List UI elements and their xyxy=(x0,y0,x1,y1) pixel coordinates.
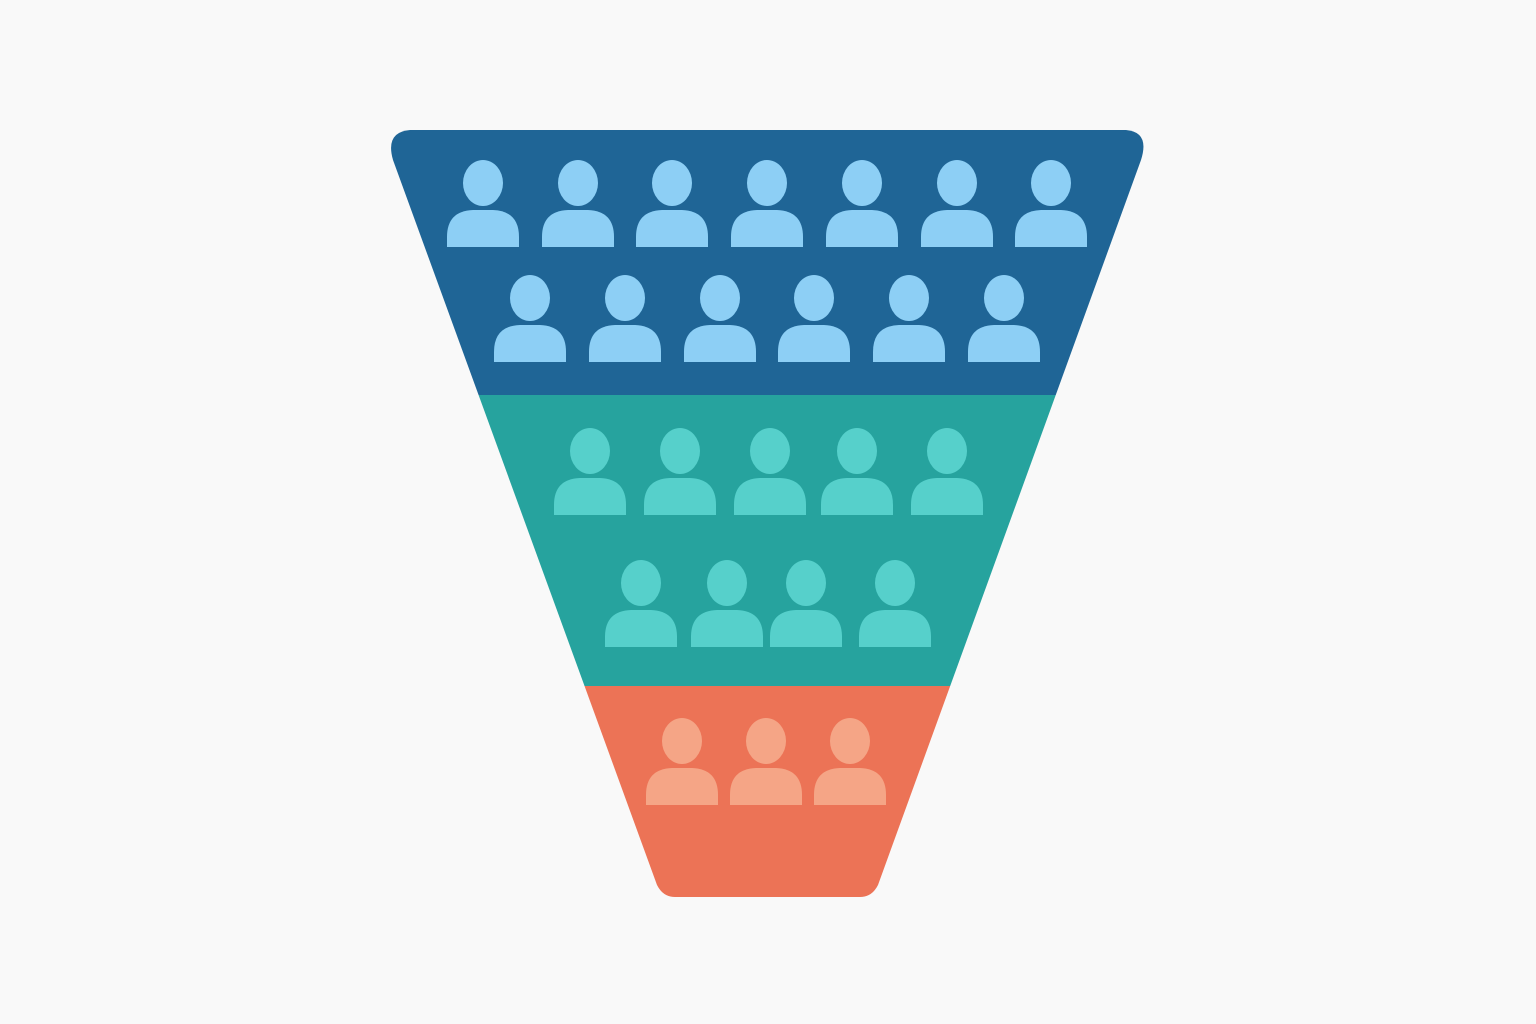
person-icon xyxy=(778,275,850,362)
person-icon xyxy=(447,160,519,247)
person-icon xyxy=(734,428,806,515)
person-icon xyxy=(1015,160,1087,247)
person-icon xyxy=(554,428,626,515)
person-icon xyxy=(821,428,893,515)
person-icon xyxy=(859,560,931,647)
person-icon xyxy=(826,160,898,247)
person-icon xyxy=(911,428,983,515)
person-icon xyxy=(770,560,842,647)
person-icon xyxy=(605,560,677,647)
person-icon xyxy=(646,718,718,805)
person-icon xyxy=(644,428,716,515)
person-icon xyxy=(814,718,886,805)
person-icon xyxy=(494,275,566,362)
person-icon xyxy=(684,275,756,362)
person-icon xyxy=(968,275,1040,362)
person-icon xyxy=(636,160,708,247)
person-icon xyxy=(921,160,993,247)
person-icon xyxy=(730,718,802,805)
person-icon xyxy=(589,275,661,362)
person-icon xyxy=(873,275,945,362)
person-icon xyxy=(731,160,803,247)
person-icon xyxy=(542,160,614,247)
person-icon xyxy=(691,560,763,647)
